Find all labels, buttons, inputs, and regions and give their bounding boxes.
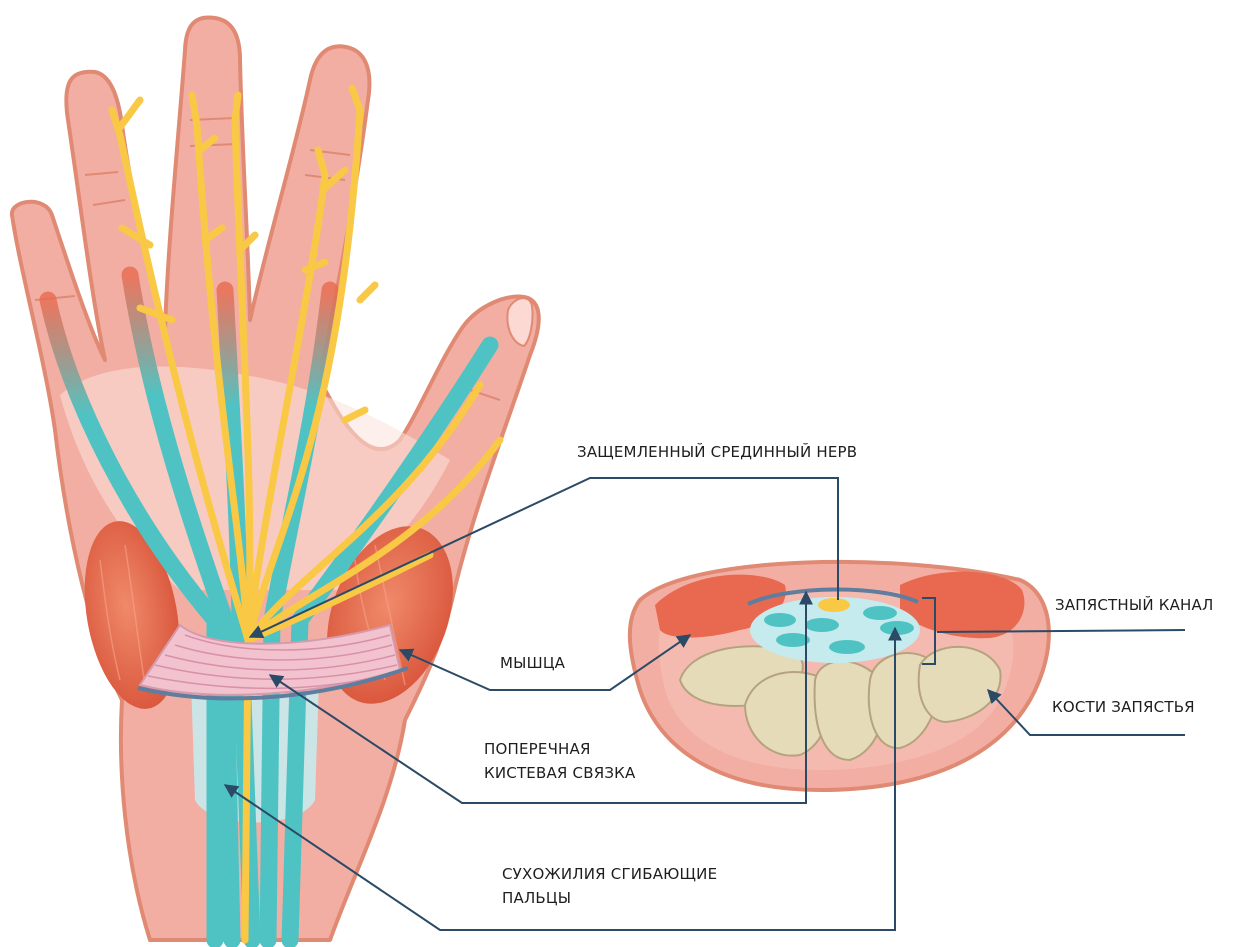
label-carpal-bones: КОСТИ ЗАПЯСТЬЯ bbox=[1052, 695, 1195, 719]
label-ligament-line2: КИСТЕВАЯ СВЯЗКА bbox=[484, 761, 635, 785]
label-ligament-line1: ПОПЕРЕЧНАЯ bbox=[484, 737, 635, 761]
label-carpal-tunnel: ЗАПЯСТНЫЙ КАНАЛ bbox=[1055, 593, 1213, 617]
section-median-nerve bbox=[818, 598, 850, 612]
wrist-cross-section bbox=[630, 562, 1049, 790]
label-muscle: МЫШЦА bbox=[500, 651, 565, 675]
label-tendons: СУХОЖИЛИЯ СГИБАЮЩИЕ ПАЛЬЦЫ bbox=[502, 862, 717, 910]
label-median-nerve: ЗАЩЕМЛЕННЫЙ СРЕДИННЫЙ НЕРВ bbox=[577, 440, 857, 464]
label-tendons-line1: СУХОЖИЛИЯ СГИБАЮЩИЕ bbox=[502, 862, 717, 886]
label-tendons-line2: ПАЛЬЦЫ bbox=[502, 886, 717, 910]
label-ligament: ПОПЕРЕЧНАЯ КИСТЕВАЯ СВЯЗКА bbox=[484, 737, 635, 785]
